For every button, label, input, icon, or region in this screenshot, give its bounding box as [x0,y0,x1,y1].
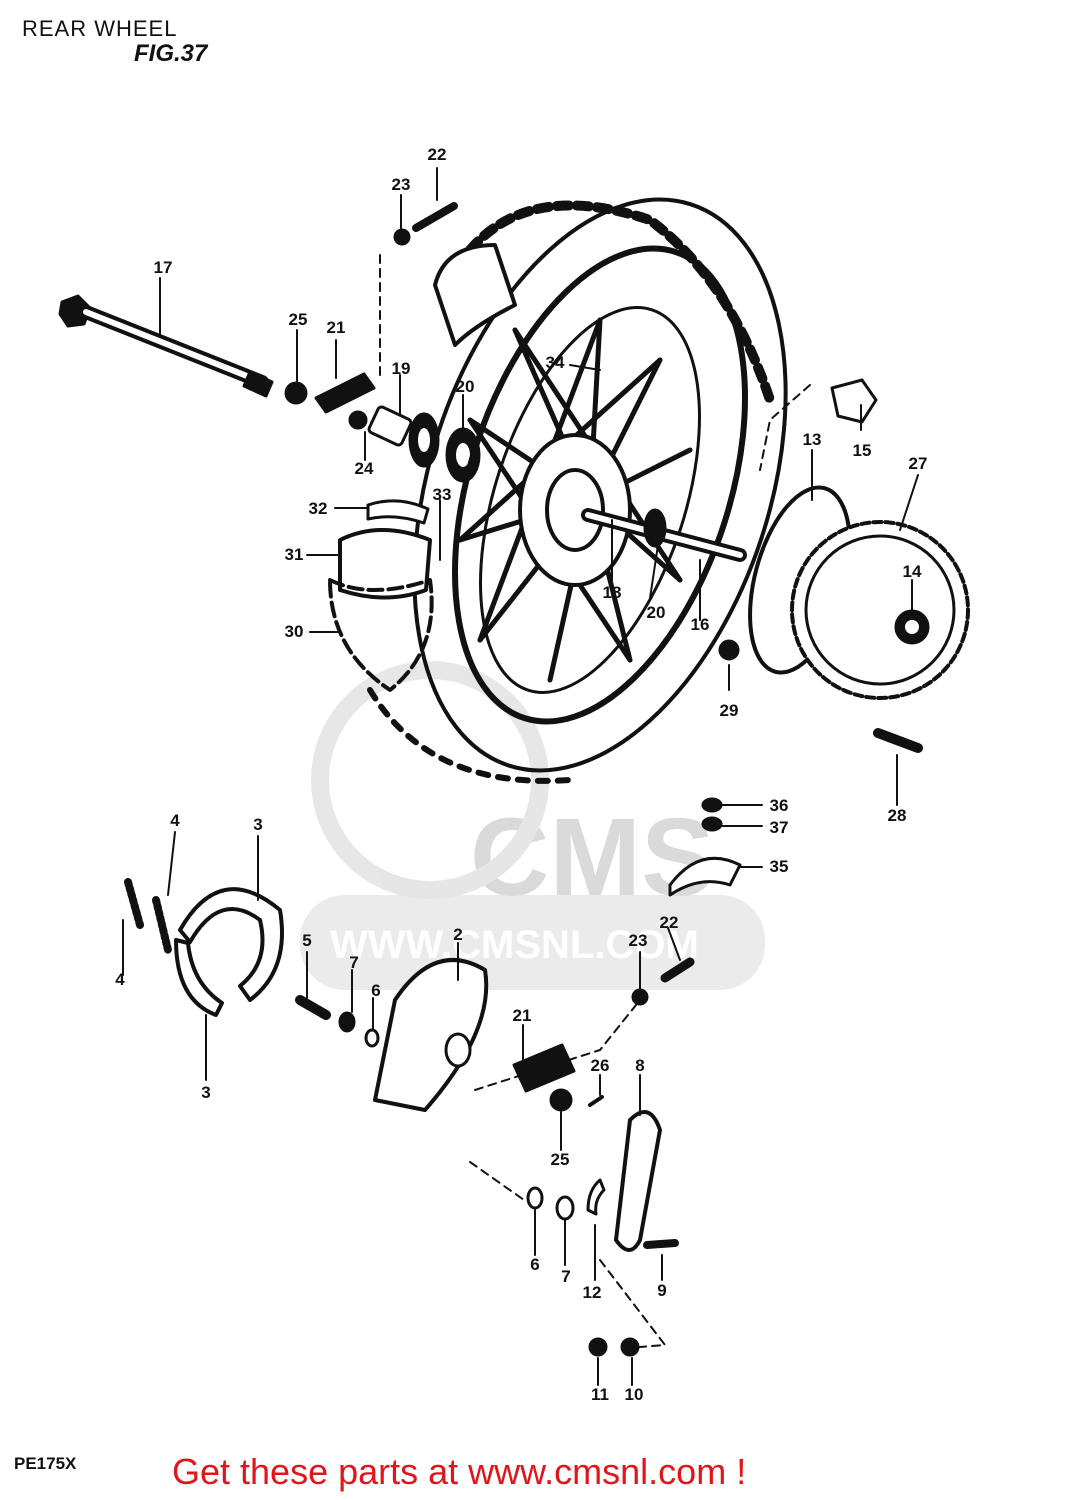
callout-16: 16 [691,615,710,634]
bolt-part [412,202,458,232]
shop-link-text[interactable]: Get these parts at www.cmsnl.com ! [172,1451,747,1492]
callout-4: 4 [170,811,180,830]
callout-7: 7 [561,1267,570,1286]
callout-17: 17 [154,258,173,277]
brake-panel-part [295,958,489,1112]
callout-9: 9 [657,1281,666,1300]
watermark: CMS WWW.CMSNL.COM [300,661,765,990]
brake-cam-lever-parts [526,1110,679,1357]
axle-part [58,294,274,398]
callout-20: 20 [647,603,666,622]
callout-10: 10 [625,1385,644,1404]
callout-7: 7 [349,953,358,972]
callout-21: 21 [327,318,346,337]
callout-31: 31 [285,545,304,564]
callout-6: 6 [530,1255,539,1274]
callout-37: 37 [770,818,789,837]
model-code: PE175X [14,1454,77,1473]
callout-22: 22 [660,913,679,932]
callout-14: 14 [903,562,922,581]
chain-adjuster-part [314,372,376,414]
figure-number: FIG.37 [134,40,208,67]
callout-12: 12 [583,1283,602,1302]
tube-and-rimband [328,499,434,692]
nut-small-part [393,228,411,246]
callout-33: 33 [433,485,452,504]
callout-24: 24 [355,459,374,478]
hub-and-sprocket [718,378,970,700]
callout-18: 18 [603,583,622,602]
nut-part [284,381,308,405]
leader-lines [122,167,919,1386]
brake-shoe-parts [124,878,284,1017]
callout-22: 22 [428,145,447,164]
callout-20: 20 [456,377,475,396]
sprocket-bolt-part [873,728,923,753]
callout-8: 8 [635,1056,644,1075]
callout-32: 32 [309,499,328,518]
callout-29: 29 [720,701,739,720]
callout-19: 19 [392,359,411,378]
callout-34: 34 [546,353,565,372]
callout-3: 3 [201,1083,210,1102]
watermark-url: WWW.CMSNL.COM [330,923,699,967]
lock-plate-parts [668,797,742,897]
callout-2: 2 [453,925,462,944]
callout-23: 23 [392,175,411,194]
callout-13: 13 [803,430,822,449]
callout-23: 23 [629,931,648,950]
callout-6: 6 [371,981,380,1000]
callout-28: 28 [888,806,907,825]
callout-11: 11 [591,1385,609,1404]
callout-3: 3 [253,815,262,834]
callout-27: 27 [909,454,928,473]
diagram-title: REAR WHEEL [22,16,178,41]
callout-25: 25 [289,310,308,329]
wheel-assembly [367,197,788,784]
callout-36: 36 [770,796,789,815]
callout-30: 30 [285,622,304,641]
callout-26: 26 [591,1056,610,1075]
callout-4: 4 [115,970,125,989]
callout-5: 5 [302,931,311,950]
callout-25: 25 [551,1150,570,1169]
callout-15: 15 [853,441,872,460]
callout-21: 21 [513,1006,532,1025]
callout-35: 35 [770,857,789,876]
